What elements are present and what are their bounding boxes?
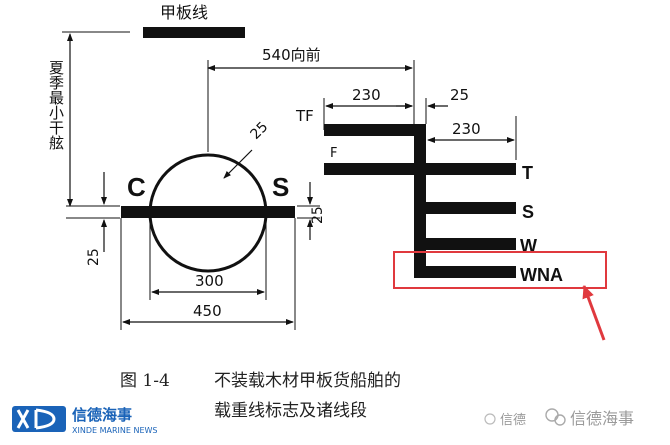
mark-tf: TF bbox=[295, 107, 314, 125]
letter-s-ring: S bbox=[272, 172, 289, 202]
bar-tf bbox=[324, 124, 426, 136]
bar-w bbox=[414, 238, 516, 250]
ring-thickness-arrow bbox=[223, 149, 253, 179]
watermark: 信德 信德海事 bbox=[484, 408, 634, 428]
bar-f bbox=[324, 163, 426, 175]
mark-wna: WNA bbox=[520, 265, 563, 285]
logo-en: XINDE MARINE NEWS bbox=[72, 426, 157, 435]
watermark-small: 信德 bbox=[500, 413, 526, 428]
watermark-bubble-icon bbox=[484, 413, 496, 425]
dim-25-left: 25 bbox=[86, 248, 102, 266]
deck-line-label: 甲板线 bbox=[160, 3, 208, 22]
logo-xd-icon bbox=[16, 408, 56, 430]
watermark-text: 信德海事 bbox=[570, 409, 634, 428]
forward-540: 540向前 bbox=[262, 46, 321, 64]
wna-highlight-box bbox=[393, 251, 607, 289]
dim-300: 300 bbox=[195, 272, 224, 290]
figure-number: 图 1-4 bbox=[120, 371, 170, 391]
dim-25-ring: 25 bbox=[248, 119, 272, 143]
mark-s: S bbox=[522, 202, 534, 222]
deck-line-bar bbox=[143, 27, 245, 38]
caption-line-2: 载重线标志及诸线段 bbox=[214, 401, 367, 421]
bar-t bbox=[414, 163, 516, 175]
logo-cn: 信德海事 bbox=[72, 406, 132, 424]
ring-horizontal-bar bbox=[121, 206, 295, 218]
mark-t: T bbox=[522, 163, 533, 183]
vertical-load-bar bbox=[414, 124, 426, 276]
summer-freeboard-label: 夏季最小干舷 bbox=[47, 60, 65, 151]
dim-450: 450 bbox=[193, 302, 222, 320]
xinde-logo: 信德海事 XINDE MARINE NEWS bbox=[12, 406, 157, 435]
letter-c: C bbox=[127, 172, 146, 202]
caption-line-1: 不装载木材甲板货船舶的 bbox=[214, 371, 401, 391]
wna-highlight-arrow bbox=[582, 285, 606, 341]
wechat-icon bbox=[545, 408, 559, 422]
bar-s bbox=[414, 202, 516, 214]
dim-230-right: 230 bbox=[452, 120, 481, 138]
dim-25-top: 25 bbox=[450, 86, 469, 104]
mark-f: F bbox=[330, 146, 337, 161]
wechat-icon-b bbox=[554, 414, 566, 426]
dim-25-line: 25 bbox=[310, 206, 326, 224]
dim-230-top: 230 bbox=[352, 86, 381, 104]
bar-wna bbox=[414, 266, 516, 278]
